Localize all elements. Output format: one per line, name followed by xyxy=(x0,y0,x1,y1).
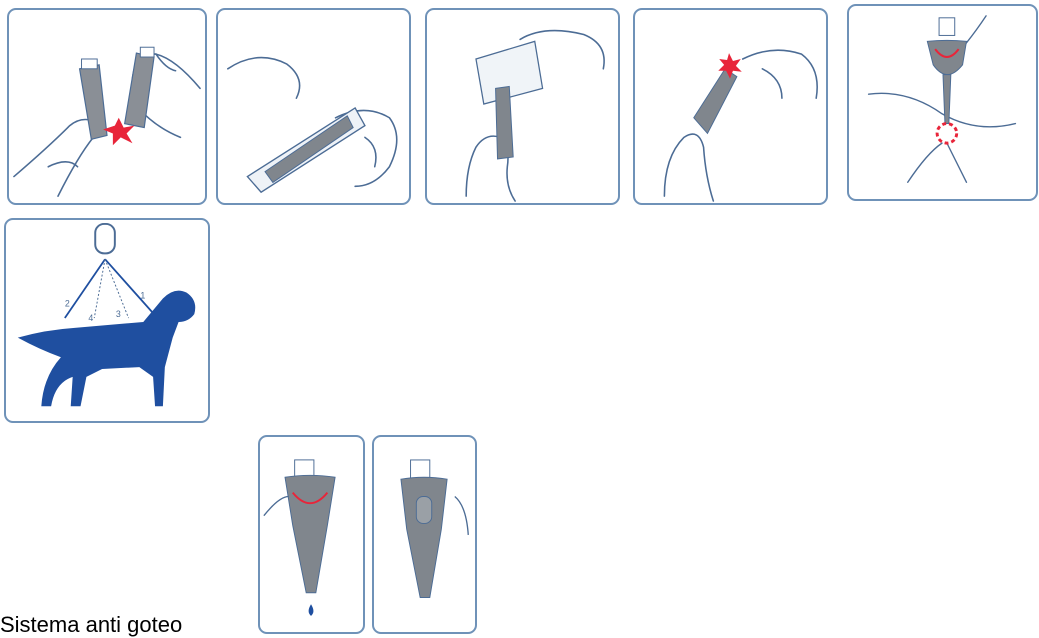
marker-4: 4 xyxy=(88,313,93,323)
step-1-panel xyxy=(7,8,207,205)
snap-pipettes-icon xyxy=(9,10,205,203)
apply-to-skin-icon xyxy=(849,6,1036,199)
step-4-panel xyxy=(633,8,828,205)
pipette-dripping-icon xyxy=(260,437,363,632)
dog-application-points-icon: 2 4 3 1 xyxy=(6,220,208,421)
pipette-closed-icon xyxy=(374,437,475,632)
step-3-panel xyxy=(425,8,620,205)
anti-drip-caption: Sistema anti goteo xyxy=(0,612,182,638)
step-8-panel xyxy=(372,435,477,634)
marker-3: 3 xyxy=(116,309,121,319)
remove-pipette-icon xyxy=(427,10,618,203)
step-2-panel xyxy=(216,8,411,205)
break-tip-icon xyxy=(635,10,826,203)
step-6-panel: 2 4 3 1 xyxy=(4,218,210,423)
step-5-panel xyxy=(847,4,1038,201)
open-blister-icon xyxy=(218,10,409,203)
step-7-panel xyxy=(258,435,365,634)
marker-2: 2 xyxy=(65,298,70,308)
marker-1: 1 xyxy=(140,290,145,300)
